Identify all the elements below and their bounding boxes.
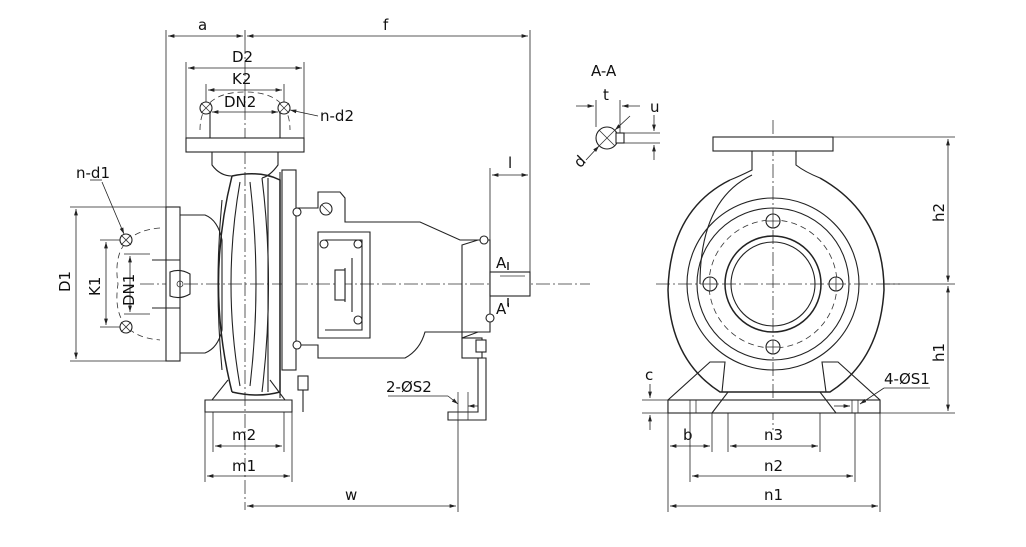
label-a-mark-top: A (496, 254, 507, 272)
dim-m1: m1 (204, 412, 293, 482)
label-n1: n1 (764, 486, 783, 504)
dim-k1: K1 (86, 239, 120, 328)
dim-a: a (165, 16, 246, 207)
label-a: a (198, 16, 207, 34)
label-dn1: DN1 (120, 274, 138, 306)
dim-n1: n1 (667, 413, 881, 512)
label-n2: n2 (764, 457, 783, 475)
label-n-d2: n-d2 (320, 107, 354, 125)
label-c: c (645, 366, 653, 384)
dim-m2: m2 (212, 412, 285, 452)
front-discharge-flange (712, 136, 834, 152)
label-n-d1: n-d1 (76, 164, 110, 182)
label-h1: h1 (930, 343, 948, 362)
front-suction-bore-inner (730, 241, 816, 327)
label-section-a-a: A-A (591, 62, 617, 80)
label-k1: K1 (86, 277, 104, 296)
label-u: u (650, 98, 660, 116)
label-d: d (570, 152, 589, 171)
dim-l: l (489, 154, 528, 240)
discharge-flange (185, 91, 305, 179)
bearing-bracket (292, 191, 478, 359)
dim-dn1: DN1 (120, 253, 150, 315)
section-a-a-keyway: A-A t u d (570, 62, 660, 171)
support-foot (447, 357, 487, 421)
leader-n-d2: n-d2 (289, 107, 354, 125)
label-m1: m1 (232, 457, 256, 475)
label-d2: D2 (232, 48, 253, 66)
dim-h1: h1 (880, 286, 955, 414)
dim-n3: n3 (727, 413, 821, 452)
dim-h2: h2 (833, 136, 955, 285)
label-a-mark-bottom: A' (496, 300, 510, 318)
leader-4-s1: 4-ØS1 (834, 370, 930, 408)
label-l: l (508, 154, 512, 172)
suction-flange (116, 206, 223, 362)
front-suction-bore-outer (724, 235, 822, 333)
volute-casing (217, 169, 297, 398)
label-n3: n3 (764, 426, 783, 444)
dim-n2: n2 (689, 413, 856, 482)
label-d1: D1 (56, 271, 74, 292)
front-view: h2 h1 c 4-ØS1 b (642, 120, 955, 512)
label-dn2: DN2 (224, 93, 256, 111)
leader-n-d1: n-d1 (76, 164, 125, 235)
dim-d2: D2 (185, 48, 305, 138)
leader-2-s2: 2-ØS2 (386, 378, 478, 408)
dim-dn2: DN2 (212, 93, 278, 114)
label-2-s2: 2-ØS2 (386, 378, 432, 396)
dim-k2: K2 (205, 70, 285, 102)
dim-f: f (247, 16, 531, 272)
label-4-s1: 4-ØS1 (884, 370, 930, 388)
label-w: w (345, 486, 357, 504)
label-b: b (683, 426, 693, 444)
front-feet (667, 361, 881, 414)
label-f: f (383, 16, 389, 34)
label-m2: m2 (232, 426, 256, 444)
section-marks: A A' (496, 254, 510, 318)
dim-c: c (642, 366, 668, 430)
dim-d1: D1 (56, 206, 166, 362)
label-t: t (603, 86, 609, 104)
shaft-extension (489, 271, 531, 297)
bearing-housing-end (461, 235, 495, 359)
casing-foot (204, 375, 309, 413)
dim-w: w (247, 420, 459, 512)
side-view: a f D2 K2 DN2 n-d2 (56, 16, 590, 512)
label-k2: K2 (232, 70, 251, 88)
front-bolt-holes (702, 213, 844, 355)
label-h2: h2 (930, 203, 948, 222)
